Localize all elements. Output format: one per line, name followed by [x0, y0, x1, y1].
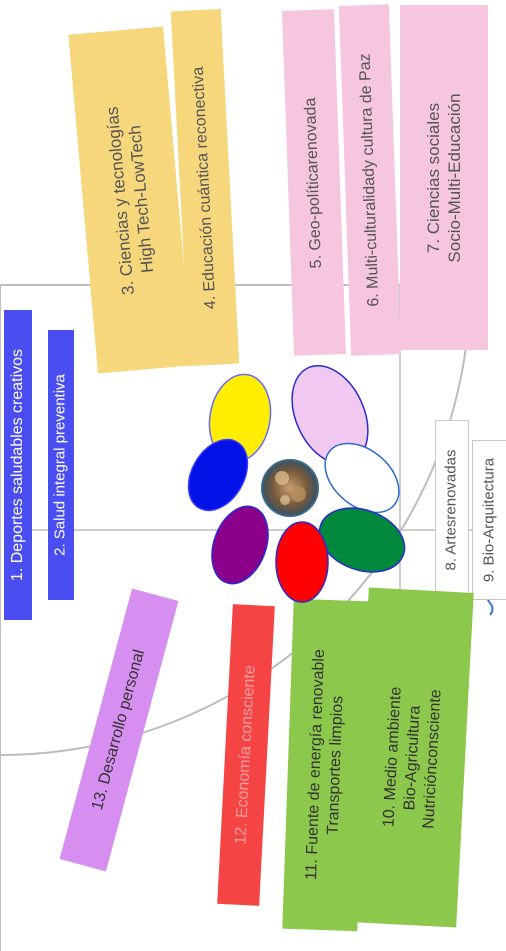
petal-purple [211, 505, 269, 585]
globe-icon [261, 459, 319, 517]
label-2-salud: 2. Salud integral preventiva [48, 330, 74, 600]
label-7-ciencias-sociales: 7. Ciencias sociales Socio-Multi-Educaci… [400, 5, 488, 350]
label-1-deportes: 1. Deportes saludables creativos [4, 310, 32, 620]
petal-blue [187, 438, 249, 512]
petal-green [318, 507, 406, 573]
petal-white [324, 442, 400, 514]
petal-red [275, 521, 329, 603]
flower-petals [187, 364, 406, 603]
label-9-bioarquitectura: 9. Bio-Arquitectura [472, 440, 506, 600]
label-8-artes: 8. Artesrenovadas [435, 420, 469, 600]
